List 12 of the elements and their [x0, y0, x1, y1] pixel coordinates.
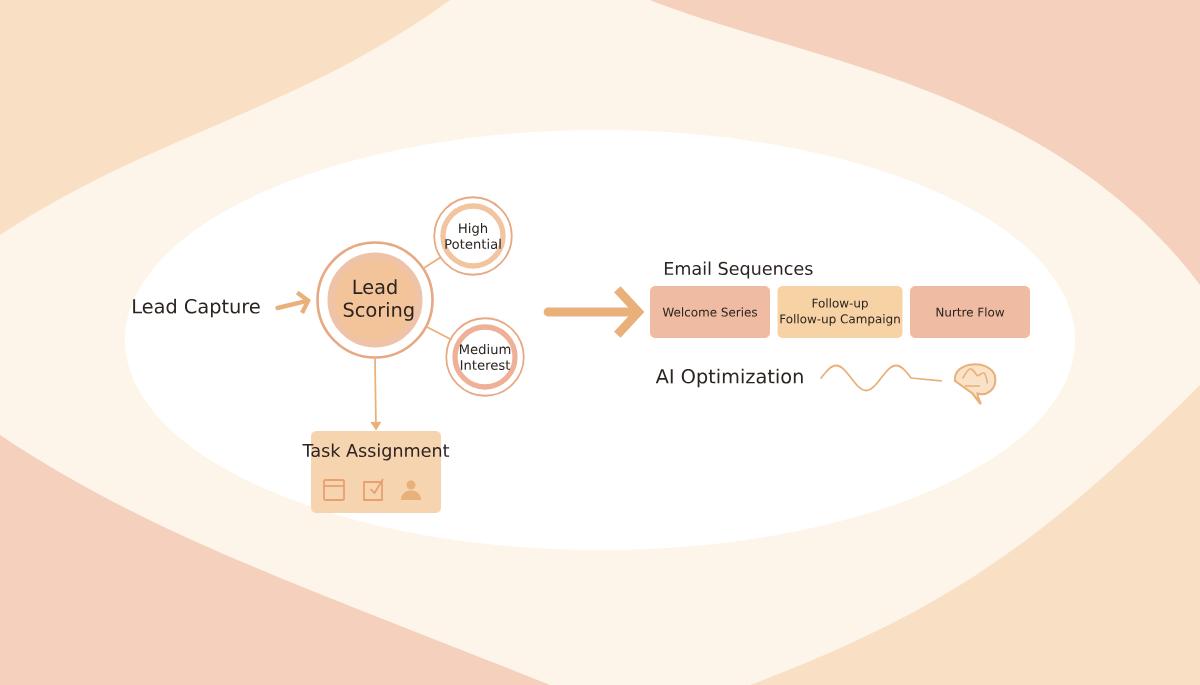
- sequence-box: Nurtre Flow: [910, 286, 1030, 338]
- connector-line: [425, 325, 452, 341]
- process-label: Lead Capture: [133, 298, 260, 318]
- group-heading: Email Sequences: [664, 261, 813, 279]
- arrow: [275, 290, 311, 314]
- brain-icon: [953, 363, 997, 405]
- wavy-line: [820, 364, 942, 392]
- sequence-box: Follow-up Follow-up Campaign: [777, 286, 903, 338]
- connector-line: [422, 256, 442, 270]
- task-box: Task Assignment: [302, 431, 450, 513]
- process-label: AI Optimization: [655, 368, 803, 388]
- sequence-box: Welcome Series: [650, 286, 770, 338]
